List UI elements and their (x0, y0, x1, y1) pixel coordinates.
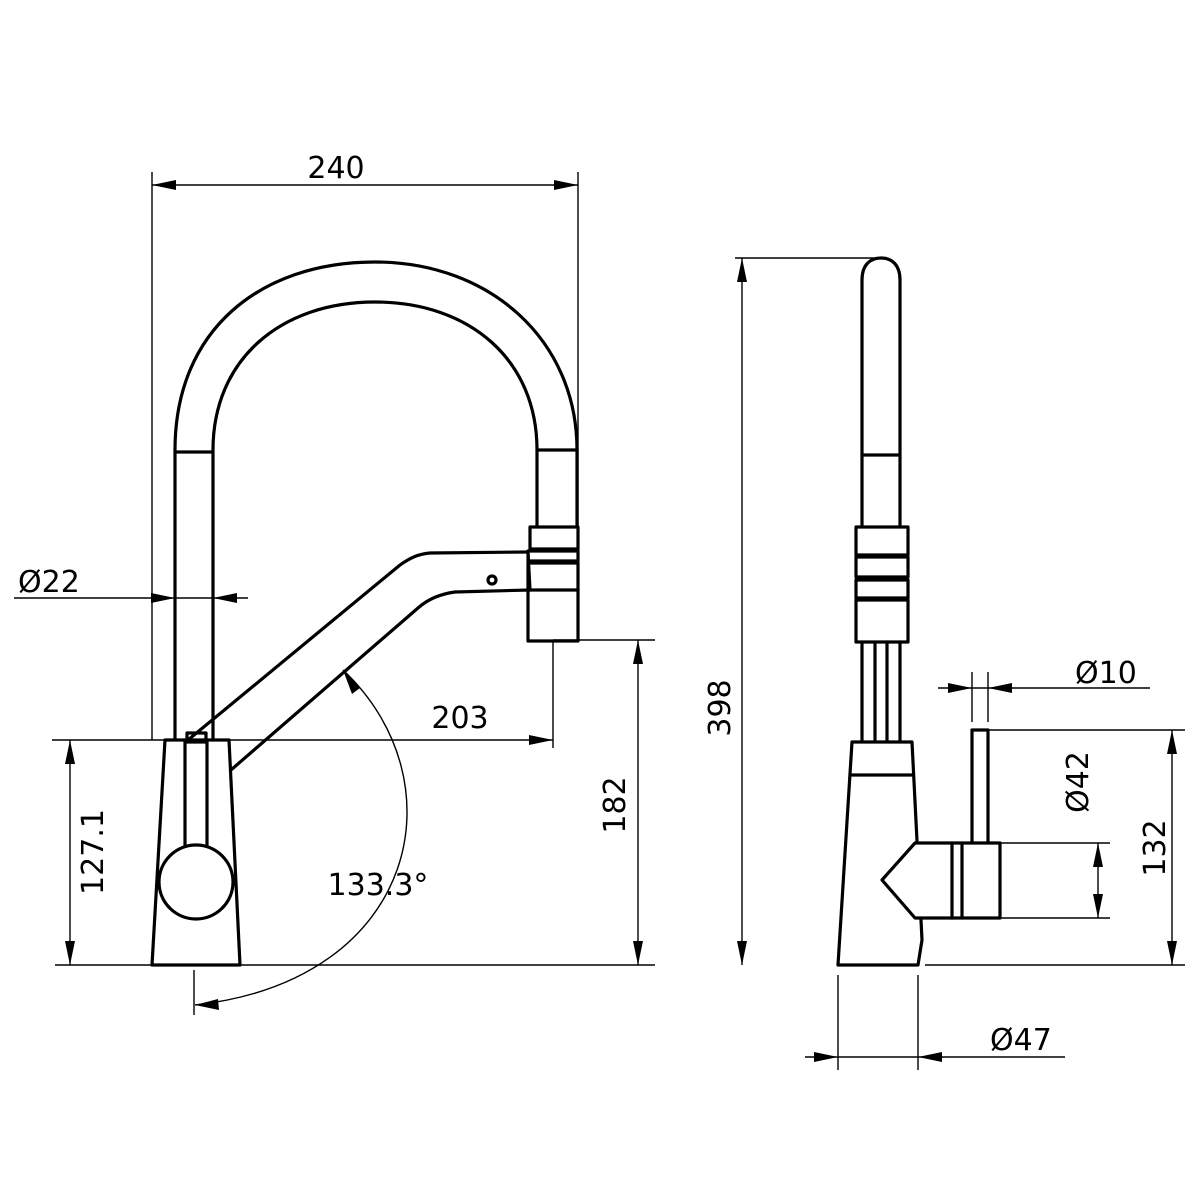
hub-diameter-dimension: Ø42 (1000, 751, 1110, 919)
side-lever (970, 728, 990, 847)
lower-spout-arm (186, 550, 530, 742)
side-sprayer-bands (854, 525, 910, 644)
outlet-height-label: 182 (598, 776, 633, 833)
total-height-dimension: 398 (703, 257, 880, 965)
handle-height-label: 127.1 (76, 809, 111, 895)
side-view: 398 Ø10 Ø42 132 (703, 256, 1185, 1070)
width-dimension: 240 (151, 151, 579, 740)
base-diameter-dimension: Ø47 (805, 975, 1065, 1070)
outlet-height-dimension: 182 (553, 639, 655, 965)
arm-nozzle-dot (486, 574, 498, 586)
angle-label: 133.3° (328, 868, 429, 903)
reach-label: 203 (431, 701, 488, 736)
lever-height-label: 132 (1138, 819, 1173, 876)
gooseneck-spout-inner (211, 300, 539, 742)
handle-height-dimension: 127.1 (65, 740, 111, 965)
lever-diameter-label: Ø10 (1075, 656, 1137, 691)
side-hub (880, 841, 1002, 920)
pipe-diameter-label: Ø22 (18, 565, 80, 600)
handle-hub (157, 843, 235, 921)
lever-height-dimension: 132 (925, 729, 1185, 966)
spout-side-profile (860, 256, 902, 532)
total-height-label: 398 (703, 679, 738, 736)
front-view: 240 Ø22 203 182 127.1 (14, 151, 655, 1015)
lever-diameter-dimension: Ø10 (938, 656, 1150, 722)
base-diameter-label: Ø47 (990, 1023, 1052, 1058)
angle-dimension: 133.3° (193, 669, 429, 1015)
lower-spout-arm-inner (222, 588, 532, 778)
sprayer-head (526, 525, 580, 643)
side-body (836, 740, 924, 967)
width-label: 240 (307, 151, 364, 186)
body-cap (185, 731, 208, 742)
gooseneck-spout-outer (173, 260, 579, 742)
arm-end-line (526, 550, 532, 592)
pipe-diameter-dimension: Ø22 (14, 565, 248, 603)
reach-dimension: 203 (52, 640, 554, 748)
hub-diameter-label: Ø42 (1061, 751, 1096, 813)
